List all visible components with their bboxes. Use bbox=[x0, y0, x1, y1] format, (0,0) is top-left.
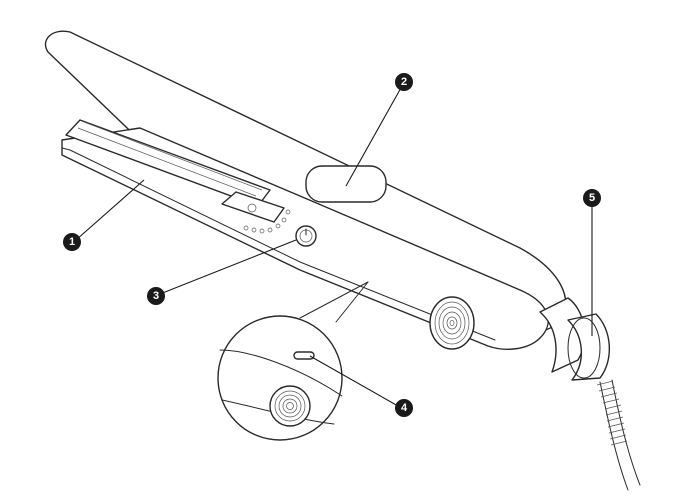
callout-3: 3 bbox=[147, 287, 165, 305]
detail-vent-icon bbox=[269, 385, 311, 427]
led-indicator-dots bbox=[243, 209, 291, 234]
end-vent-icon bbox=[429, 296, 475, 350]
callout-2: 2 bbox=[395, 73, 413, 91]
callout-5: 5 bbox=[583, 189, 601, 207]
straightener-body bbox=[44, 30, 611, 381]
svg-text:5: 5 bbox=[589, 192, 595, 204]
cable-swivel-joint bbox=[539, 297, 611, 381]
power-button[interactable] bbox=[295, 225, 317, 247]
magnified-detail-view bbox=[217, 281, 369, 441]
svg-text:4: 4 bbox=[401, 402, 408, 414]
charging-port-indicator bbox=[293, 351, 315, 360]
svg-text:1: 1 bbox=[69, 236, 75, 248]
callout-1: 1 bbox=[63, 233, 81, 251]
power-cable bbox=[596, 379, 641, 491]
svg-text:2: 2 bbox=[401, 76, 407, 88]
svg-text:3: 3 bbox=[153, 290, 159, 302]
callout-4: 4 bbox=[395, 399, 413, 417]
callout-leaders bbox=[75, 85, 593, 407]
top-button-slot[interactable] bbox=[305, 165, 387, 203]
